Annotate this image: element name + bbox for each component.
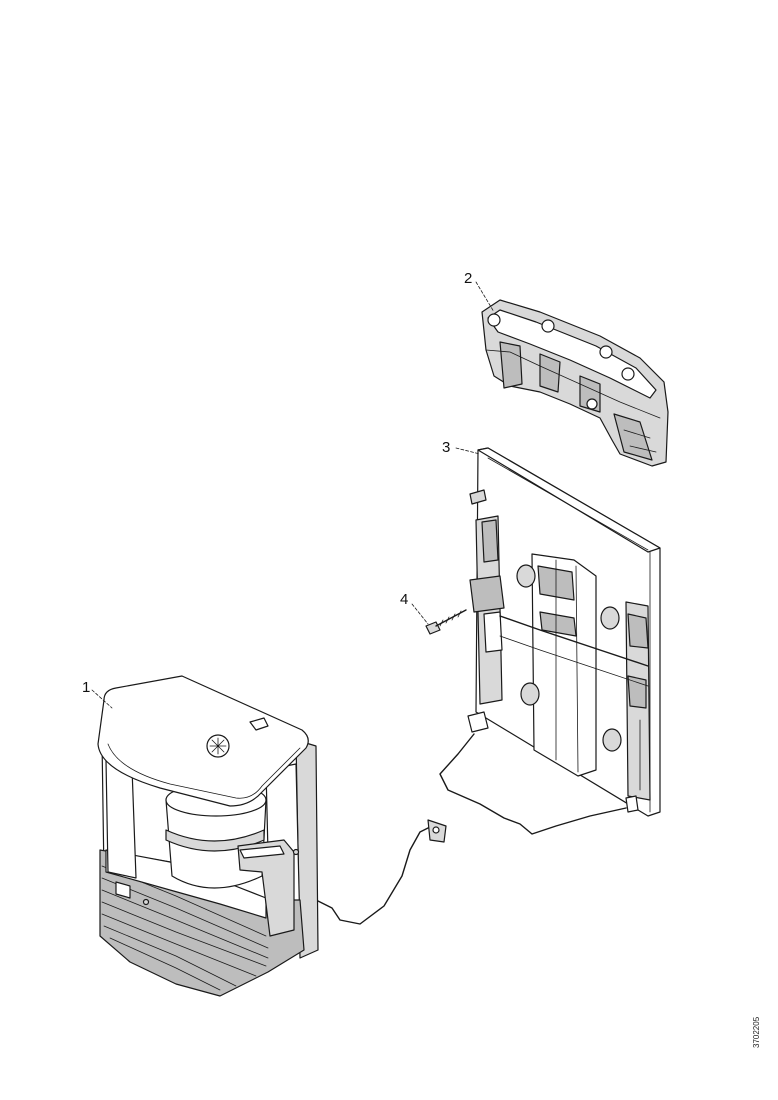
callout-1: 1 [82, 679, 90, 696]
leader-lines [91, 281, 495, 709]
reference-code: 3702205 [752, 1016, 761, 1048]
part-4-screw [425, 609, 467, 635]
part-2-rear-bracket [481, 299, 669, 467]
part-3-mounting-plate [467, 447, 661, 817]
callout-4: 4 [400, 591, 408, 608]
part-1-unit [97, 675, 319, 997]
vent-ribs [101, 865, 269, 991]
callout-2: 2 [464, 270, 472, 287]
callout-3: 3 [442, 439, 450, 456]
power-cable [315, 733, 627, 925]
